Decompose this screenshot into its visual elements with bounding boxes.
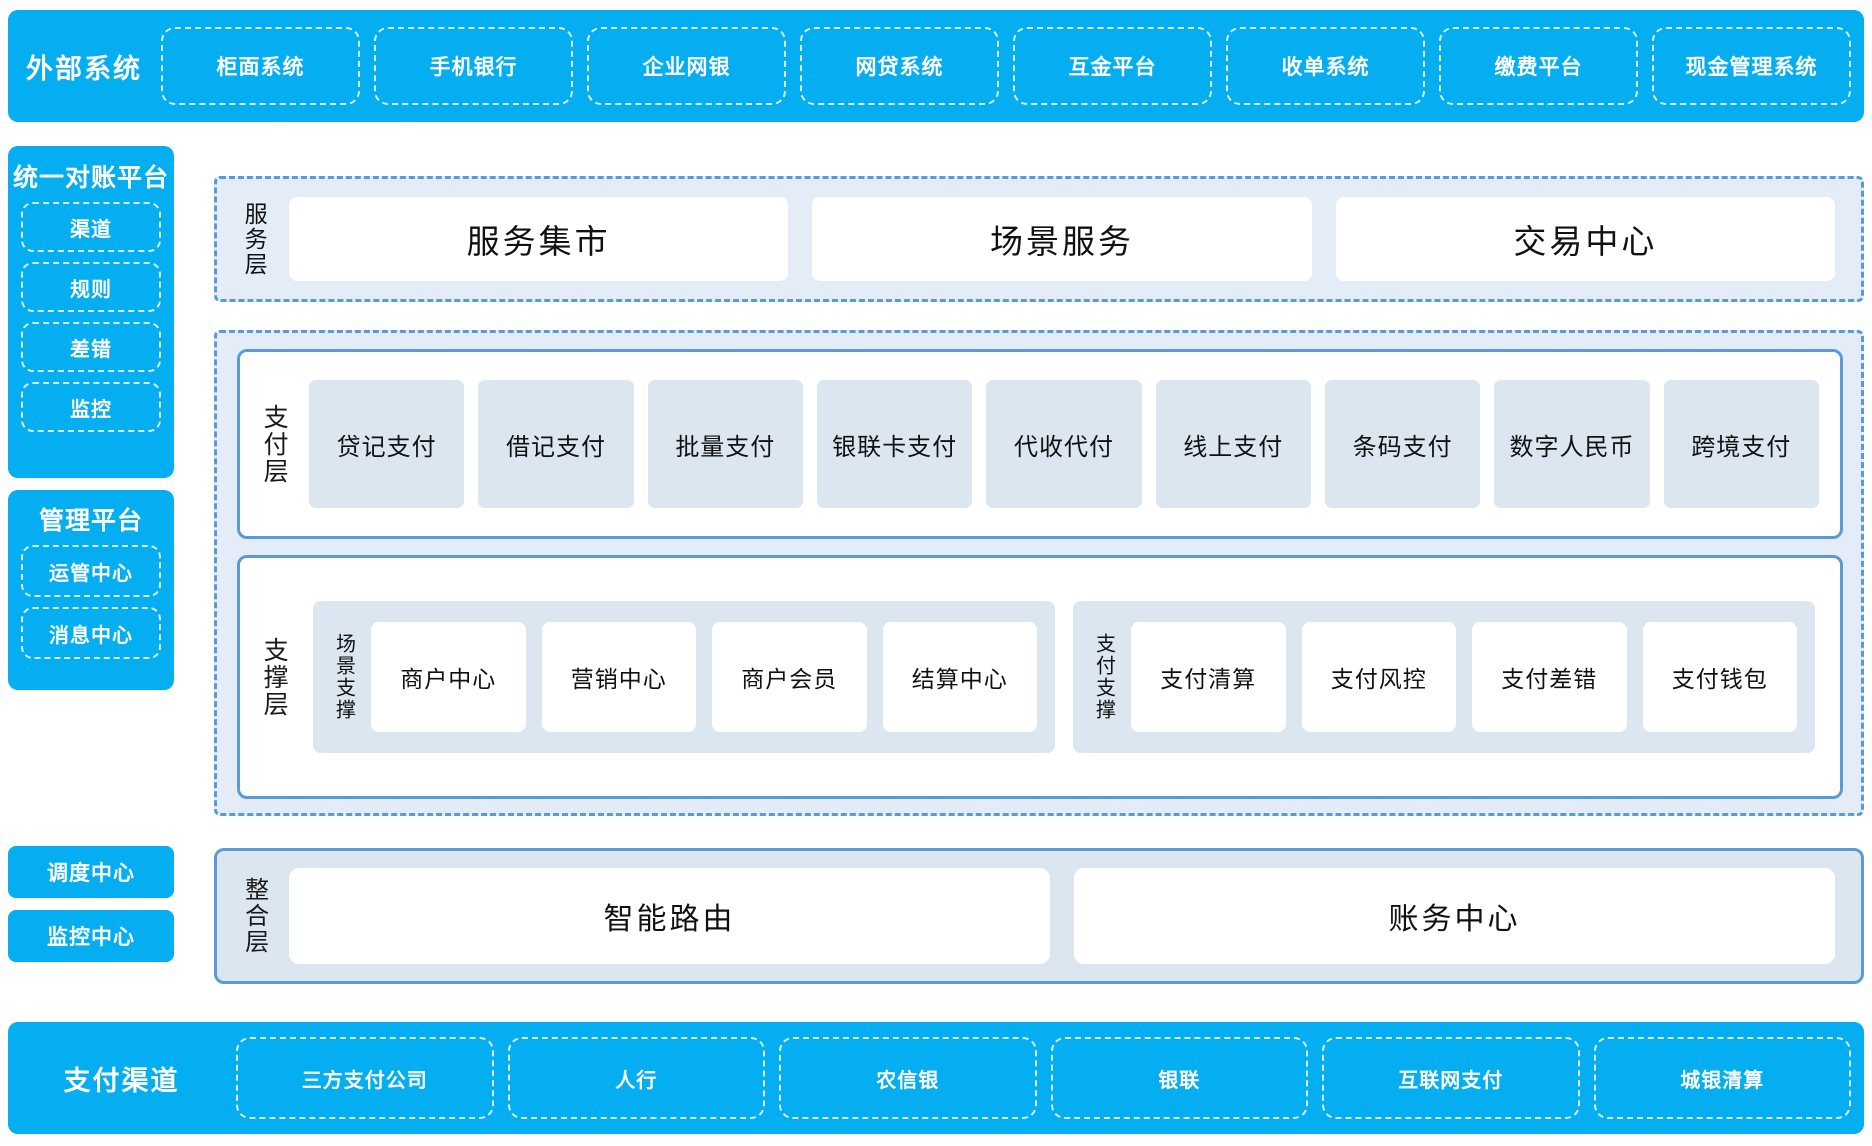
payment-item-cross-border[interactable]: 跨境支付 [1663, 380, 1819, 508]
management-platform-panel: 管理平台 运管中心 消息中心 [8, 490, 174, 690]
payment-channel-item[interactable]: 三方支付公司 [236, 1037, 494, 1119]
payment-channel-item[interactable]: 互联网支付 [1322, 1037, 1580, 1119]
support-card-merchant-member[interactable]: 商户会员 [712, 622, 867, 732]
payment-item-credit[interactable]: 贷记支付 [309, 380, 465, 508]
external-system-item[interactable]: 收单系统 [1226, 27, 1425, 105]
payment-item-collection-payment[interactable]: 代收代付 [986, 380, 1142, 508]
service-card-market[interactable]: 服务集市 [289, 197, 789, 281]
management-item-message[interactable]: 消息中心 [21, 607, 161, 659]
management-platform-title: 管理平台 [38, 507, 143, 535]
reconciliation-platform-title: 统一对账平台 [12, 164, 169, 192]
payment-channel-item[interactable]: 人行 [507, 1037, 765, 1119]
sidebar-item-dispatch-center[interactable]: 调度中心 [8, 846, 174, 898]
external-system-item[interactable]: 柜面系统 [161, 27, 360, 105]
sidebar-item-monitor-center[interactable]: 监控中心 [8, 910, 174, 962]
payment-channel-item[interactable]: 银联 [1050, 1037, 1308, 1119]
payment-item-barcode[interactable]: 条码支付 [1324, 380, 1481, 508]
external-system-item[interactable]: 网贷系统 [800, 27, 999, 105]
reconciliation-item-channel[interactable]: 渠道 [21, 202, 161, 252]
service-card-scenario[interactable]: 场景服务 [812, 197, 1312, 281]
integration-layer-region: 整合层 智能路由 账务中心 [214, 848, 1864, 984]
integration-card-accounting-center[interactable]: 账务中心 [1074, 868, 1835, 964]
reconciliation-platform-panel: 统一对账平台 渠道 规则 差错 监控 [8, 146, 174, 478]
support-group-scenario-label: 场景支撑 [332, 633, 355, 721]
external-system-item[interactable]: 企业网银 [587, 27, 786, 105]
support-card-payment-clearing[interactable]: 支付清算 [1131, 622, 1286, 732]
payment-layer-label: 支付层 [260, 403, 289, 485]
management-item-operations[interactable]: 运管中心 [21, 545, 161, 597]
payment-channel-item[interactable]: 城银清算 [1593, 1037, 1851, 1119]
support-group-payment-label: 支付支撑 [1092, 633, 1115, 721]
payment-channels-title: 支付渠道 [63, 1065, 180, 1096]
external-systems-title: 外部系统 [26, 53, 142, 84]
integration-card-smart-routing[interactable]: 智能路由 [289, 868, 1050, 964]
payment-item-debit[interactable]: 借记支付 [478, 380, 634, 508]
service-layer-label: 服务层 [241, 201, 268, 277]
reconciliation-item-rule[interactable]: 规则 [21, 262, 161, 312]
service-layer-region: 服务层 服务集市 场景服务 交易中心 [214, 176, 1864, 302]
service-card-transaction[interactable]: 交易中心 [1335, 197, 1835, 281]
external-system-item[interactable]: 现金管理系统 [1652, 27, 1851, 105]
support-layer-box: 支撑层 场景支撑 商户中心 营销中心 商户会员 结算中心 支 [237, 555, 1843, 799]
integration-layer-label: 整合层 [240, 877, 268, 955]
reconciliation-item-monitor[interactable]: 监控 [21, 382, 161, 432]
payment-item-batch[interactable]: 批量支付 [647, 380, 803, 508]
payment-channel-item[interactable]: 农信银 [779, 1037, 1037, 1119]
payment-item-digital-rmb[interactable]: 数字人民币 [1494, 380, 1650, 508]
payment-channels-bar: 支付渠道 三方支付公司 人行 农信银 银联 互联网支付 城银清算 [8, 1022, 1864, 1134]
payment-item-unionpay-card[interactable]: 银联卡支付 [816, 380, 973, 508]
payment-layer-box: 支付层 贷记支付 借记支付 批量支付 银联卡支付 代收代付 线上支付 条码支付 … [237, 349, 1843, 539]
reconciliation-item-error[interactable]: 差错 [21, 322, 161, 372]
external-system-item[interactable]: 缴费平台 [1439, 27, 1638, 105]
support-group-payment: 支付支撑 支付清算 支付风控 支付差错 支付钱包 [1073, 601, 1815, 753]
core-layers-region: 支付层 贷记支付 借记支付 批量支付 银联卡支付 代收代付 线上支付 条码支付 … [214, 330, 1864, 816]
external-system-item[interactable]: 手机银行 [374, 27, 573, 105]
support-card-payment-risk[interactable]: 支付风控 [1301, 622, 1456, 732]
support-card-settlement-center[interactable]: 结算中心 [882, 622, 1037, 732]
payment-item-online[interactable]: 线上支付 [1155, 380, 1311, 508]
support-group-scenario: 场景支撑 商户中心 营销中心 商户会员 结算中心 [313, 601, 1055, 753]
support-card-marketing-center[interactable]: 营销中心 [541, 622, 696, 732]
support-card-payment-wallet[interactable]: 支付钱包 [1642, 622, 1797, 732]
external-systems-bar: 外部系统 柜面系统 手机银行 企业网银 网贷系统 互金平台 收单系统 缴费平台 … [8, 10, 1864, 122]
support-card-merchant-center[interactable]: 商户中心 [371, 622, 526, 732]
support-card-payment-error[interactable]: 支付差错 [1472, 622, 1627, 732]
external-system-item[interactable]: 互金平台 [1013, 27, 1212, 105]
support-layer-label: 支撑层 [260, 636, 289, 718]
